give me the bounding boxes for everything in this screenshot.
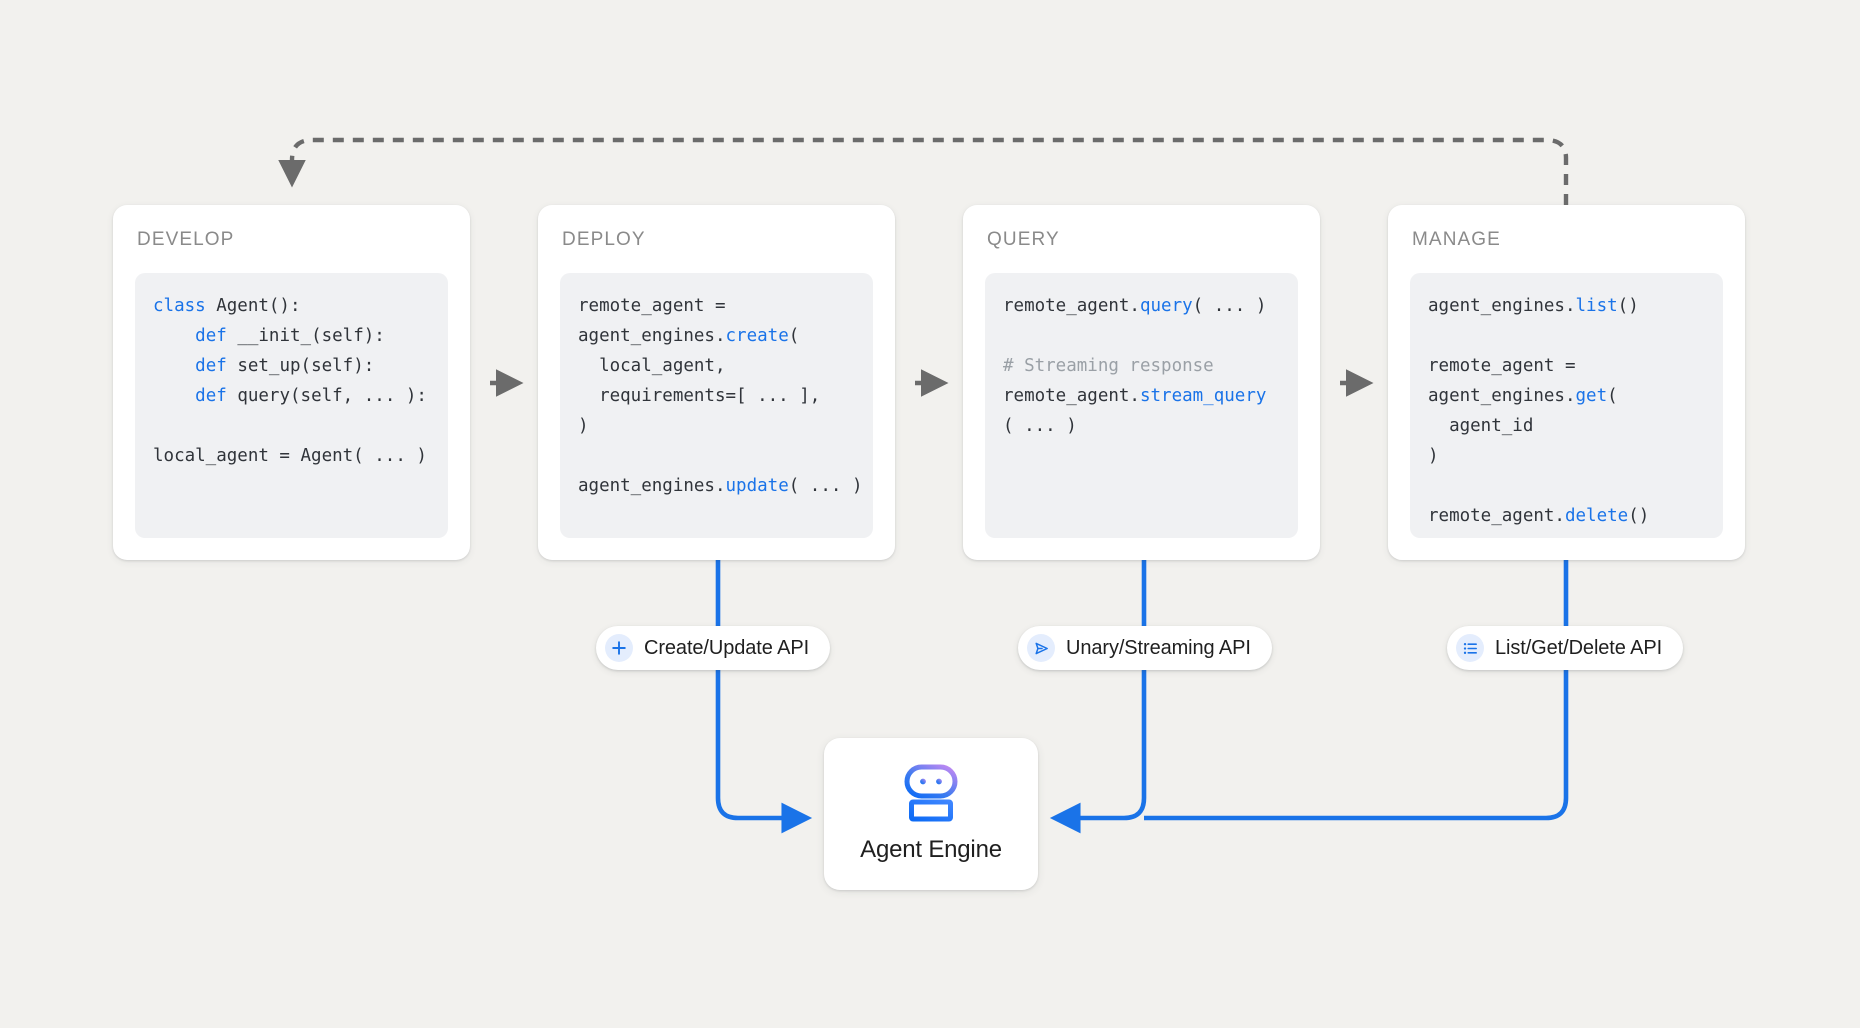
code-block-query: remote_agent.query( ... ) # Streaming re… [985,273,1298,538]
robot-icon [899,764,963,822]
wire-feedback-manage-to-develop [278,137,1569,205]
stage-title-deploy: DEPLOY [562,229,646,250]
code-block-deploy: remote_agent = agent_engines.create( loc… [560,273,873,538]
agent-engine-node[interactable]: Agent Engine [824,738,1038,890]
wire-query-to-engine [1049,560,1147,834]
stage-title-develop: DEVELOP [137,229,235,250]
wire-manage-to-engine [1144,560,1569,821]
code-line: agent_engines.get( [1428,386,1618,406]
api-pill-label: List/Get/Delete API [1495,636,1663,659]
code-line: remote_agent.delete() [1428,506,1650,526]
code-line: ) [1428,446,1439,466]
code-line: agent_id [1428,416,1534,436]
code-block-develop: class Agent(): def __init_(self): def se… [135,273,448,538]
send-icon [1027,634,1055,662]
code-line: remote_agent.stream_query [1003,386,1267,406]
code-line: agent_engines.list() [1428,296,1639,316]
stage-card-deploy: DEPLOY remote_agent = agent_engines.crea… [538,205,895,560]
code-line: agent_engines.create( [578,326,800,346]
code-line: # Streaming response [1003,356,1214,376]
code-line: local_agent, [578,356,726,376]
code-line: remote_agent.query( ... ) [1003,296,1267,316]
stage-title-query: QUERY [987,229,1060,250]
api-pill-unary-streaming[interactable]: Unary/Streaming API [1018,626,1272,670]
code-line: requirements=[ ... ], [578,386,821,406]
api-pill-label: Create/Update API [644,636,810,659]
api-pill-create-update[interactable]: Create/Update API [596,626,831,670]
code-line: ( ... ) [1003,416,1077,436]
code-line: def __init_(self): [195,326,385,346]
stage-card-manage: MANAGE agent_engines.list() remote_agent… [1388,205,1745,560]
code-line: def set_up(self): [195,356,375,376]
wire-deploy-to-engine [715,560,813,834]
code-line: class Agent(): [153,296,301,316]
api-pill-label: Unary/Streaming API [1066,636,1251,659]
code-line: remote_agent = [578,296,726,316]
code-line: local_agent = Agent( ... ) [153,446,427,466]
plus-icon [605,634,633,662]
api-pill-list-get-delete[interactable]: List/Get/Delete API [1447,626,1684,670]
code-line: ) [578,416,589,436]
stage-card-develop: DEVELOP class Agent(): def __init_(self)… [113,205,470,560]
code-block-manage: agent_engines.list() remote_agent = agen… [1410,273,1723,538]
agent-engine-label: Agent Engine [860,836,1002,863]
stage-card-query: QUERY remote_agent.query( ... ) # Stream… [963,205,1320,560]
stage-title-manage: MANAGE [1412,229,1501,250]
code-line: def query(self, ... ): [195,386,427,406]
list-icon [1456,634,1484,662]
code-line: remote_agent = [1428,356,1576,376]
code-line: agent_engines.update( ... ) [578,476,863,496]
